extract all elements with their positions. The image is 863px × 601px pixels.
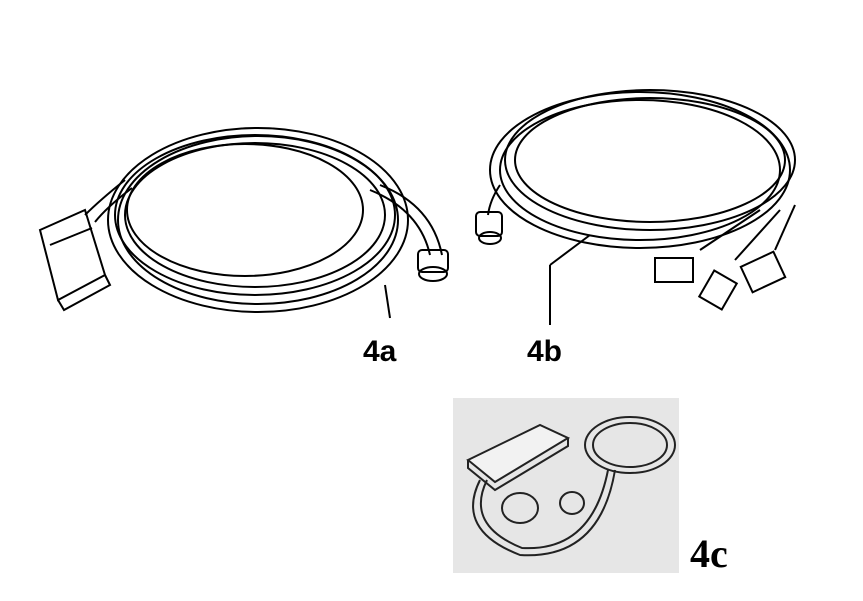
cable-4a-drawing [38,127,449,319]
cable-4c-photo [453,398,679,573]
label-4b: 4b [527,335,563,368]
label-4c: 4c [690,531,728,576]
label-4a: 4a [363,335,397,368]
cable-4b-drawing [475,89,796,325]
